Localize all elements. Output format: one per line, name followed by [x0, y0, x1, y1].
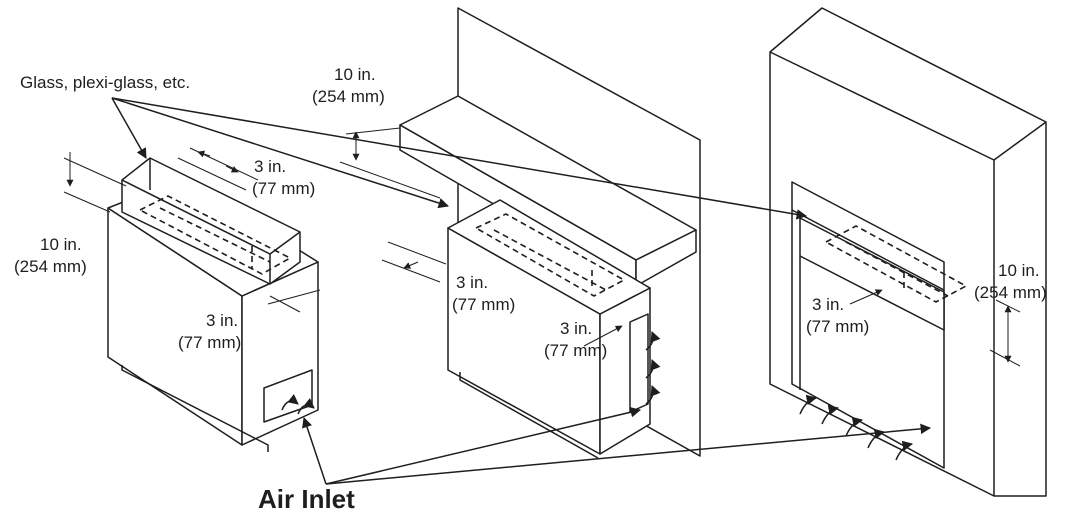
unit3-left-clearance-mm: (77 mm) — [806, 317, 869, 336]
unit1-side-clearance-mm: (254 mm) — [14, 257, 87, 276]
unit1-side-clearance-in: 10 in. — [40, 235, 82, 254]
dimension-lines — [63, 127, 1021, 367]
unit2-right-clearance-in: 3 in. — [560, 319, 592, 338]
airflow-arrow-icon — [645, 331, 661, 351]
unit2-top-clearance-in: 10 in. — [334, 65, 376, 84]
unit3-left-clearance-in: 3 in. — [812, 295, 844, 314]
unit1-glass-edge-front — [121, 179, 271, 284]
airflow-arrow-icon — [821, 404, 840, 425]
unit2-base — [459, 372, 599, 459]
unit2-burner-line — [493, 229, 607, 291]
unit2-right-clearance-mm: (77 mm) — [544, 341, 607, 360]
unit3-opening-lintel — [791, 209, 945, 291]
glass-label: Glass, plexi-glass, etc. — [20, 73, 190, 92]
airflow-arrow-icon — [281, 393, 299, 411]
leader-lines — [111, 97, 932, 485]
unit2-mantel-side — [635, 229, 697, 287]
unit1-burner-line — [159, 207, 271, 263]
unit2-side-air-inlet — [629, 313, 649, 413]
air-inlet-label: Air Inlet — [258, 484, 355, 514]
unit1-burner-outline — [138, 195, 292, 275]
airflow-arrow-icon — [645, 385, 661, 405]
text-labels: Glass, plexi-glass, etc. Air Inlet 3 in.… — [14, 65, 1047, 514]
airflow-arrow-icon — [799, 394, 818, 415]
unit2-top-face — [447, 199, 651, 315]
airflow-arrows — [281, 331, 914, 461]
unit1-base — [121, 365, 269, 452]
unit2-left-clearance-in: 3 in. — [456, 273, 488, 292]
unit3-burner-outline — [824, 225, 968, 303]
unit1-front-clearance-in: 3 in. — [206, 311, 238, 330]
unit3-wall-top-edge — [769, 51, 1047, 161]
airflow-arrow-icon — [297, 397, 315, 415]
unit1-top-clearance-mm: (77 mm) — [252, 179, 315, 198]
airflow-arrow-icon — [845, 416, 864, 437]
unit-1-freestanding — [107, 157, 319, 452]
unit2-top-clearance-mm: (254 mm) — [312, 87, 385, 106]
unit2-left-clearance-mm: (77 mm) — [452, 295, 515, 314]
unit-2-under-mantel — [399, 7, 701, 459]
unit3-right-clearance-mm: (254 mm) — [974, 283, 1047, 302]
airflow-arrow-icon — [645, 359, 661, 379]
unit-3-recessed — [769, 7, 1047, 497]
unit2-burner-outline — [474, 213, 626, 297]
unit1-front-clearance-mm: (77 mm) — [178, 333, 241, 352]
airflow-arrow-icon — [895, 440, 914, 461]
unit3-top-plate — [799, 217, 945, 331]
unit3-right-clearance-in: 10 in. — [998, 261, 1040, 280]
unit1-top-clearance-in: 3 in. — [254, 157, 286, 176]
airflow-arrow-icon — [867, 428, 886, 449]
